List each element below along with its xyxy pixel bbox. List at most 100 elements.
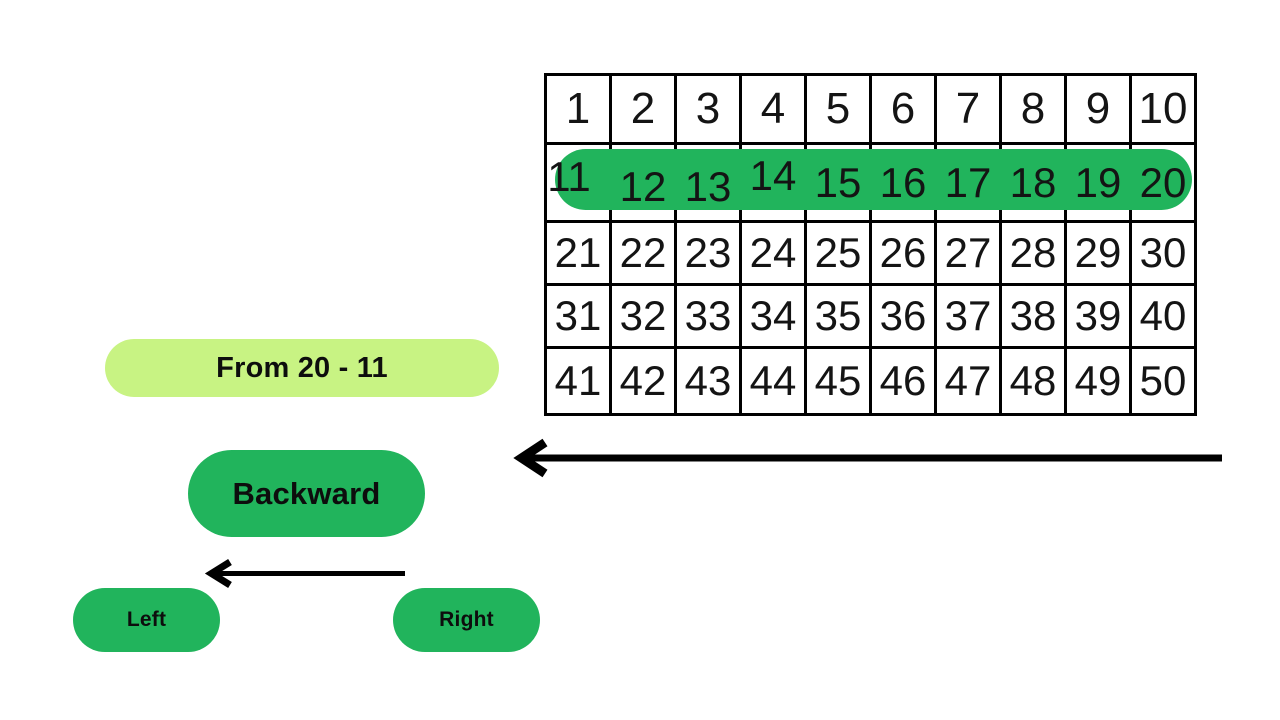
grid-cell-7: 7 [934, 73, 1002, 145]
grid-number: 2 [630, 84, 656, 133]
backward-arrow [513, 438, 1222, 478]
grid-number: 7 [955, 84, 981, 133]
left-label: Left [126, 608, 167, 631]
grid-number: 43 [684, 357, 732, 404]
grid-cell-22: 22 [609, 220, 677, 286]
grid-cell-39: 39 [1064, 283, 1132, 349]
grid-cell-33: 33 [674, 283, 742, 349]
backward-pill: Backward [188, 450, 425, 537]
grid-cell-21: 21 [544, 220, 612, 286]
grid-number: 23 [684, 229, 732, 276]
grid-number: 22 [619, 229, 667, 276]
grid-number: 26 [879, 229, 927, 276]
grid-cell-41: 41 [544, 346, 612, 416]
grid-number: 28 [1009, 229, 1057, 276]
range-label: From 20 - 11 [216, 351, 388, 384]
backward-label: Backward [232, 475, 381, 511]
grid-cell-43: 43 [674, 346, 742, 416]
grid-number: 32 [619, 292, 667, 339]
grid-cell-23: 23 [674, 220, 742, 286]
grid-number: 46 [879, 357, 927, 404]
grid-number: 50 [1139, 357, 1187, 404]
grid-number: 29 [1074, 229, 1122, 276]
grid-cell-6: 6 [869, 73, 937, 145]
grid-cell-37: 37 [934, 283, 1002, 349]
grid-number: 36 [879, 292, 927, 339]
grid-row-3: 31 32 33 34 35 36 37 38 39 40 [544, 283, 1197, 349]
grid-number: 45 [814, 357, 862, 404]
range-label-pill: From 20 - 11 [105, 339, 499, 397]
grid-cell-2: 2 [609, 73, 677, 145]
grid-number: 17 [944, 158, 992, 206]
grid-number: 13 [684, 162, 732, 210]
grid-number: 18 [1009, 158, 1057, 206]
grid-number: 48 [1009, 357, 1057, 404]
grid-cell-34: 34 [739, 283, 807, 349]
grid-cell-29: 29 [1064, 220, 1132, 286]
grid-cell-36: 36 [869, 283, 937, 349]
left-pill: Left [73, 588, 220, 652]
grid-number: 6 [890, 84, 916, 133]
grid-number: 20 [1139, 158, 1187, 206]
grid-cell-40: 40 [1129, 283, 1197, 349]
grid-cell-27: 27 [934, 220, 1002, 286]
grid-cell-46: 46 [869, 346, 937, 416]
grid-number: 41 [554, 357, 602, 404]
left-arrow [204, 559, 405, 588]
grid-number: 38 [1009, 292, 1057, 339]
grid-number: 4 [760, 84, 786, 133]
grid-number: 9 [1085, 84, 1111, 133]
grid-number: 25 [814, 229, 862, 276]
grid-number: 30 [1139, 229, 1187, 276]
grid-cell-50: 50 [1129, 346, 1197, 416]
grid-cell-8: 8 [999, 73, 1067, 145]
grid-number: 34 [749, 292, 797, 339]
grid-number: 44 [749, 357, 797, 404]
grid-cell-35: 35 [804, 283, 872, 349]
grid-cell-5: 5 [804, 73, 872, 145]
grid-number: 42 [619, 357, 667, 404]
grid-number: 5 [825, 84, 851, 133]
grid-cell-4: 4 [739, 73, 807, 145]
grid-cell-32: 32 [609, 283, 677, 349]
grid-cell-48: 48 [999, 346, 1067, 416]
grid-cell-49: 49 [1064, 346, 1132, 416]
grid-cell-10: 10 [1129, 73, 1197, 145]
grid-number: 39 [1074, 292, 1122, 339]
grid-cell-31: 31 [544, 283, 612, 349]
grid-number: 19 [1074, 158, 1122, 206]
grid-cell-3: 3 [674, 73, 742, 145]
grid-number: 40 [1139, 292, 1187, 339]
grid-number: 27 [944, 229, 992, 276]
grid-cell-24: 24 [739, 220, 807, 286]
grid-cell-25: 25 [804, 220, 872, 286]
right-pill: Right [393, 588, 540, 652]
grid-cell-26: 26 [869, 220, 937, 286]
grid-row-4: 41 42 43 44 45 46 47 48 49 50 [544, 346, 1197, 416]
grid-cell-44: 44 [739, 346, 807, 416]
grid-number: 10 [1138, 84, 1188, 133]
grid-number: 33 [684, 292, 732, 339]
grid-cell-42: 42 [609, 346, 677, 416]
grid-cell-47: 47 [934, 346, 1002, 416]
grid-number: 15 [814, 158, 862, 206]
grid-cell-30: 30 [1129, 220, 1197, 286]
grid-number: 49 [1074, 357, 1122, 404]
grid-number: 8 [1020, 84, 1046, 133]
grid-number: 37 [944, 292, 992, 339]
grid-number: 35 [814, 292, 862, 339]
grid-number: 16 [879, 158, 927, 206]
grid-cell-9: 9 [1064, 73, 1132, 145]
grid-number: 47 [944, 357, 992, 404]
grid-number: 31 [554, 292, 602, 339]
grid-number: 14 [749, 151, 797, 199]
grid-number: 3 [695, 84, 721, 133]
grid-cell-28: 28 [999, 220, 1067, 286]
grid-cell-45: 45 [804, 346, 872, 416]
grid-number: 12 [619, 162, 667, 210]
